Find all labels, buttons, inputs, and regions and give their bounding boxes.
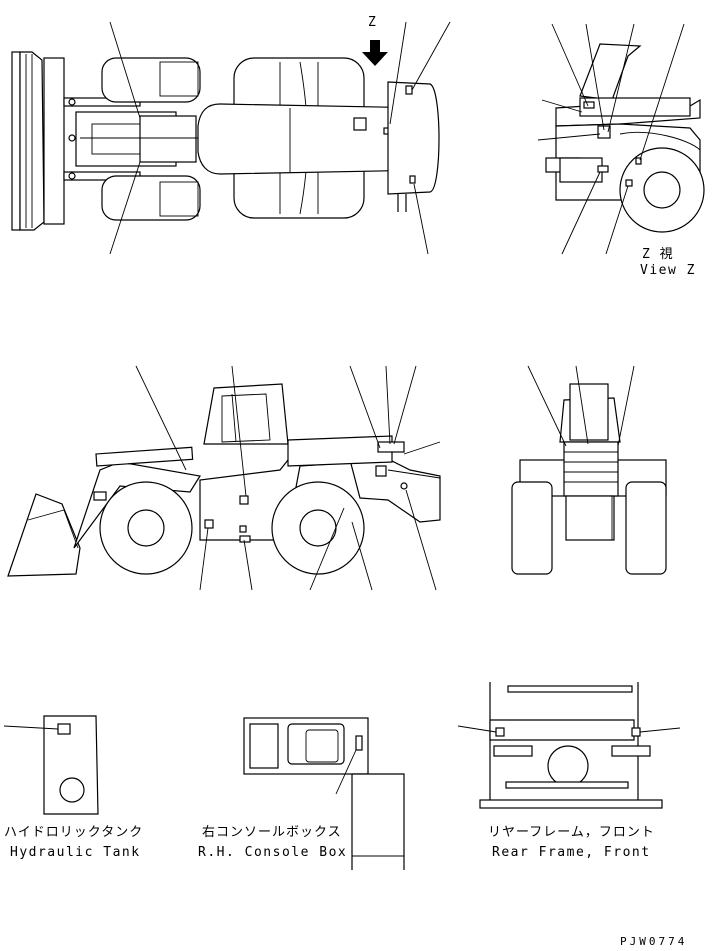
drawing-number: PJW0774 [620, 935, 687, 948]
top-view: Z [11, 15, 451, 255]
console-box-caption-jp: 右コンソールボックス [202, 825, 342, 840]
rear-frame-detail: リヤーフレーム，フロント Rear Frame, Front [457, 682, 681, 860]
hydraulic-tank-detail: ハイドロリックタンク Hydraulic Tank [3, 715, 143, 860]
bucket-top [11, 51, 65, 231]
hydraulic-tank-caption-en: Hydraulic Tank [10, 845, 141, 860]
linkage-top [63, 97, 200, 181]
view-z-caption-en: View Z [640, 263, 696, 278]
rear-frame-caption-en: Rear Frame, Front [492, 845, 651, 860]
console-box-caption-en: R.H. Console Box [198, 845, 347, 860]
leader-lines-top [109, 21, 451, 255]
rear-view [511, 365, 667, 575]
side-view [7, 365, 441, 591]
z-letter: Z [368, 15, 377, 30]
view-z-caption-jp: Z 視 [642, 247, 674, 262]
view-z: Z 視 View Z [537, 23, 705, 278]
console-box-detail: 右コンソールボックス R.H. Console Box [198, 717, 405, 870]
view-z-arrow [362, 40, 388, 66]
front-tires-top [101, 57, 201, 221]
rear-frame-caption-jp: リヤーフレーム，フロント [488, 825, 655, 840]
hydraulic-tank-caption-jp: ハイドロリックタンク [4, 825, 143, 840]
counterweight-top [387, 81, 440, 212]
